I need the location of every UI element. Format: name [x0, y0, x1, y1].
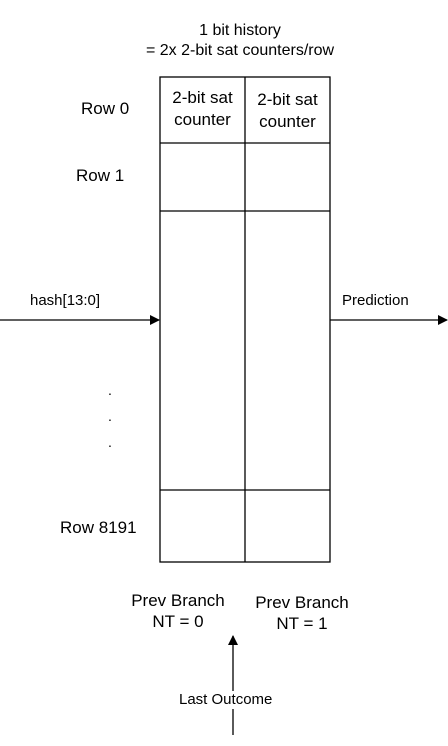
title-line-2: = 2x 2-bit sat counters/row: [145, 42, 335, 59]
diagram-title: 1 bit history = 2x 2-bit sat counters/ro…: [115, 21, 365, 61]
title-line-1: 1 bit history: [199, 22, 281, 39]
ellipsis-dot: ·: [107, 411, 113, 427]
prev-branch-nt0-label: Prev Branch NT = 0: [118, 590, 238, 632]
ellipsis-dot: ·: [107, 385, 113, 401]
prev-branch-line-2: NT = 0: [152, 612, 204, 631]
ellipsis-dot: ·: [107, 437, 113, 453]
column-header-nt1: 2-bit sat counter: [245, 89, 330, 133]
prev-branch-line-1: Prev Branch: [255, 593, 349, 612]
last-outcome-label: Last Outcome: [177, 691, 275, 709]
column-header-line-2: counter: [174, 110, 231, 129]
prev-branch-line-2: NT = 1: [276, 614, 328, 633]
output-label: Prediction: [342, 292, 409, 309]
row-label-0: Row 0: [81, 99, 130, 118]
column-header-nt0: 2-bit sat counter: [160, 87, 245, 131]
column-header-line-1: 2-bit sat: [257, 90, 318, 109]
column-header-line-1: 2-bit sat: [172, 88, 233, 107]
input-label: hash[13:0]: [30, 292, 101, 309]
prev-branch-nt1-label: Prev Branch NT = 1: [242, 592, 362, 634]
row-ellipsis: · · ·: [104, 380, 116, 458]
prev-branch-line-1: Prev Branch: [131, 591, 225, 610]
row-label-last: Row 8191: [60, 518, 137, 537]
column-header-line-2: counter: [259, 112, 316, 131]
row-label-1: Row 1: [76, 166, 125, 185]
